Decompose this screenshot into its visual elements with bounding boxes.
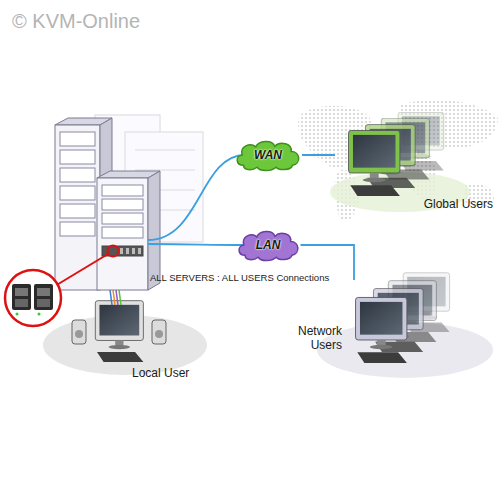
user-label: Global Users bbox=[424, 197, 493, 211]
connections-note: ALL SERVERS : ALL USERS Connections bbox=[150, 272, 329, 283]
user-label: Local User bbox=[132, 366, 189, 380]
watermark: © KVM-Online bbox=[12, 10, 140, 33]
global-users-group: Global Users bbox=[335, 115, 497, 215]
network-users-group: Network Users bbox=[282, 280, 432, 380]
cloud-label: LAN bbox=[256, 238, 281, 252]
local-user-workstation bbox=[43, 301, 207, 375]
server-links bbox=[148, 155, 245, 245]
link-line bbox=[302, 154, 335, 156]
port-callout bbox=[5, 254, 108, 326]
server-rack bbox=[55, 118, 160, 290]
network-user-monitors bbox=[317, 273, 493, 378]
world-map bbox=[298, 100, 498, 221]
wan-cloud: WAN bbox=[234, 138, 302, 172]
local-cables bbox=[110, 290, 121, 305]
cloud-label: WAN bbox=[254, 148, 282, 162]
local-user-group: Local User bbox=[72, 296, 207, 388]
network-link bbox=[302, 155, 335, 156]
lan-cloud: LAN bbox=[236, 228, 301, 262]
user-label: Network Users bbox=[284, 324, 342, 353]
